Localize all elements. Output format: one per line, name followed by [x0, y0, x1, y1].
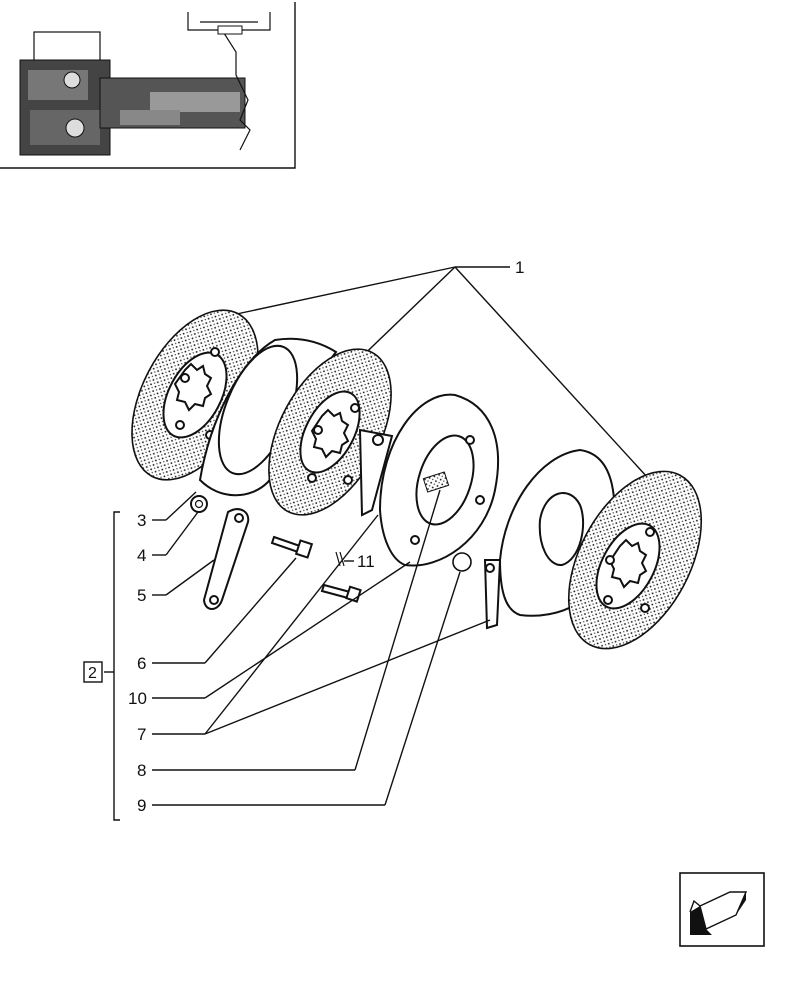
callout-1: 1	[515, 258, 524, 277]
tractor-overview-thumbnail	[0, 2, 296, 169]
ball	[452, 552, 472, 572]
callout-8: 8	[137, 761, 146, 780]
callout-3: 3	[137, 511, 146, 530]
callout-6: 6	[137, 654, 146, 673]
callout-leaders	[152, 489, 491, 806]
callout-5: 5	[137, 586, 146, 605]
callout-7: 7	[137, 725, 146, 744]
actuator-plate	[358, 393, 499, 567]
callout-labels: 1 2 3 4 5 6 10 7 8 9 11	[88, 258, 524, 815]
callout-4: 4	[137, 546, 146, 565]
next-page-arrow-icon[interactable]	[679, 872, 765, 947]
brake-disc-right	[567, 470, 703, 650]
callout-10: 10	[128, 689, 147, 708]
callout-2: 2	[88, 665, 97, 682]
callout-11: 11	[357, 552, 375, 571]
bolt-6	[270, 535, 314, 559]
nut	[190, 495, 208, 513]
group-bracket	[83, 511, 120, 821]
callout-9: 9	[137, 796, 146, 815]
link	[202, 508, 250, 610]
